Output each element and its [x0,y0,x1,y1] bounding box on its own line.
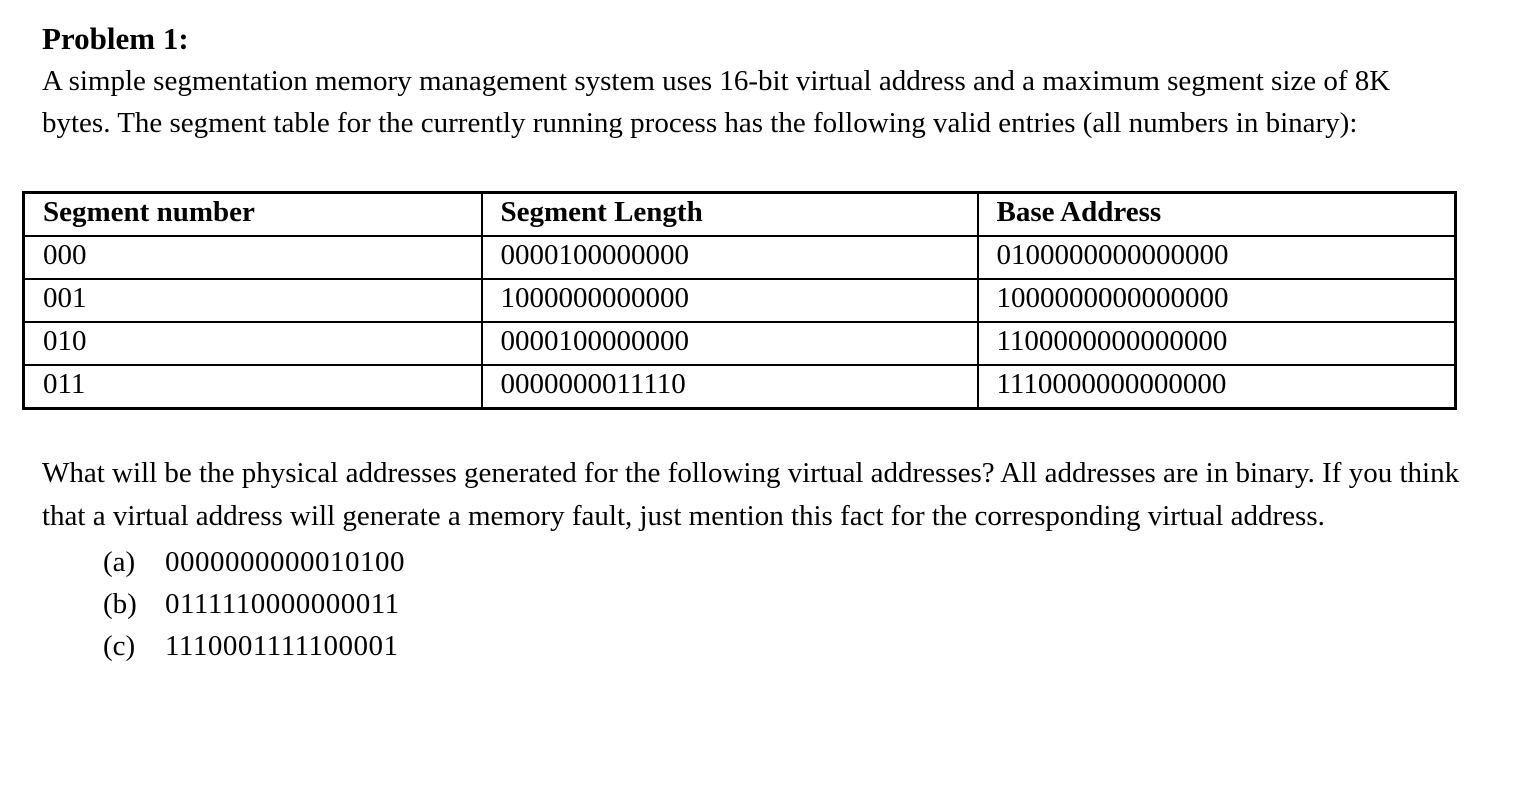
list-item-label: (a) [103,546,136,579]
segment-length-cell: 0000100000000 [480,321,979,367]
segment-table: Segment number Segment Length Base Addre… [22,191,1457,411]
list-item-label: (b) [103,588,137,621]
col-header-base-address: Base Address [976,191,1457,238]
col-header-segment-number: Segment number [22,191,483,238]
segment-number-cell: 000 [22,235,483,281]
list-item: (b) 0111110000000011 [42,583,1483,625]
problem-title: Problem 1: [42,21,189,56]
segment-length-cell: 0000000011110 [480,364,979,410]
segment-number-cell: 010 [22,321,483,367]
segment-number-cell: 001 [22,278,483,324]
virtual-address-value: 1110001111100001 [165,630,399,663]
table-row: 001 1000000000000 1000000000000000 [22,278,1457,324]
question-paragraph: What will be the physical addresses gene… [42,457,1460,532]
segment-length-cell: 0000100000000 [480,235,979,281]
list-item: (a) 0000000000010100 [42,541,1483,583]
table-row: 010 0000100000000 1100000000000000 [22,321,1457,367]
virtual-address-value: 0111110000000011 [165,588,400,621]
problem-intro-paragraph: A simple segmentation memory management … [42,64,1391,140]
col-header-segment-length: Segment Length [480,191,979,238]
virtual-address-value: 0000000000010100 [165,546,405,579]
list-item-label: (c) [103,630,136,663]
base-address-cell: 0100000000000000 [976,235,1457,281]
base-address-cell: 1000000000000000 [976,278,1457,324]
segment-table-header-row: Segment number Segment Length Base Addre… [22,191,1457,238]
segment-length-cell: 1000000000000 [480,278,979,324]
base-address-cell: 1110000000000000 [976,364,1457,410]
segment-number-cell: 011 [22,364,483,410]
table-row: 011 0000000011110 1110000000000000 [22,364,1457,410]
table-row: 000 0000100000000 0100000000000000 [22,235,1457,281]
list-item: (c) 1110001111100001 [42,625,1483,667]
virtual-address-list: (a)0000000000010100 (b)0111110000000011 … [42,541,1483,667]
base-address-cell: 1100000000000000 [976,321,1457,367]
